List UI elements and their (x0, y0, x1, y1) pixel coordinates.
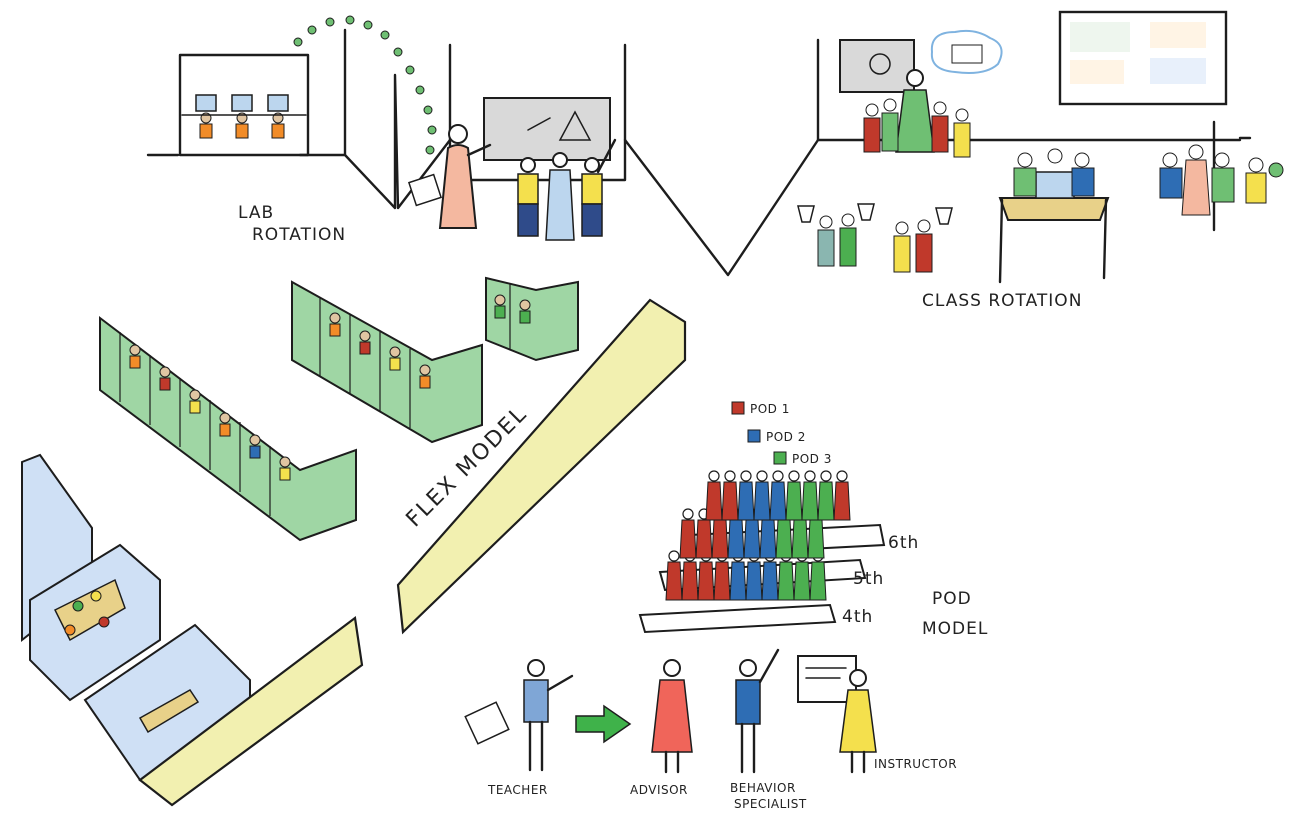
pod-student-head (820, 470, 832, 482)
pod-student-body (793, 561, 811, 601)
label-model: MODEL (922, 619, 988, 639)
label-class-rotation: CLASS ROTATION (922, 291, 1082, 311)
class-rotation-figures (863, 69, 971, 158)
pod-student-body (809, 561, 827, 601)
pod-student-body (775, 519, 793, 559)
pod-student-body (713, 561, 731, 601)
role-advisor (651, 659, 693, 774)
pod-student-body (729, 561, 747, 601)
top-wall-lines (146, 28, 1252, 277)
pod-student-body (801, 481, 819, 521)
pod-student-body (759, 519, 777, 559)
pod-1-swatch (731, 401, 745, 415)
arrow-icon (575, 704, 632, 744)
pod-student-body (777, 561, 795, 601)
pod-student-body (745, 561, 763, 601)
label-specialist: SPECIALIST (734, 797, 807, 811)
pod-student-head (788, 470, 800, 482)
flex-model-wall (396, 298, 687, 635)
label-pod: POD (932, 589, 972, 609)
label-teacher: TEACHER (487, 783, 548, 797)
lab-computers (181, 94, 307, 139)
pod-student-head (756, 470, 768, 482)
pod-student-body (743, 519, 761, 559)
pod-student-body (705, 481, 723, 521)
label-rotation: ROTATION (252, 225, 346, 245)
label-advisor: ADVISOR (630, 783, 688, 797)
flex-students (129, 294, 531, 481)
class-rotation-group-right (1159, 120, 1284, 232)
pod-student-body (697, 561, 715, 601)
pod-2-swatch (747, 429, 761, 443)
pod-student-head (668, 550, 680, 562)
role-behavior-specialist (735, 648, 780, 774)
label-lab: LAB (238, 203, 274, 223)
pod-student-body (695, 519, 713, 559)
pod-student-body (727, 519, 745, 559)
pod-student-body (769, 481, 787, 521)
pod-student-body (737, 481, 755, 521)
pod-student-body (753, 481, 771, 521)
class-rotation-table (998, 148, 1110, 284)
pod-student-head (804, 470, 816, 482)
label-grade-6: 6th (888, 533, 919, 553)
pod-student-body (791, 519, 809, 559)
pod-2-label: POD 2 (766, 430, 806, 444)
pod-student-body (679, 519, 697, 559)
class-rotation-trophy-kids (797, 203, 953, 273)
role-instructor (797, 655, 877, 774)
pod-legend: POD 1 POD 2 POD 3 (731, 401, 832, 466)
pod-student-body (833, 481, 851, 521)
lab-rotation-room (178, 53, 310, 157)
pod-student-body (817, 481, 835, 521)
class-rotation-board (839, 10, 1228, 106)
label-behavior: BEHAVIOR (730, 781, 796, 795)
pod-1-label: POD 1 (750, 402, 790, 416)
role-teacher (464, 659, 574, 772)
lab-teacher-figure (407, 124, 492, 229)
lab-students (517, 138, 617, 241)
pod-student-body (665, 561, 683, 601)
pod-student-head (772, 470, 784, 482)
pod-student-body (761, 561, 779, 601)
pod-student-body (711, 519, 729, 559)
pod-student-body (785, 481, 803, 521)
label-grade-4: 4th (842, 607, 873, 627)
rotation-arc-dots (293, 15, 437, 155)
label-instructor: INSTRUCTOR (874, 757, 957, 771)
pod-3-label: POD 3 (792, 452, 832, 466)
pod-3-swatch (773, 451, 787, 465)
flex-model-cubicles (99, 276, 579, 542)
pod-student-body (681, 561, 699, 601)
left-rooms (21, 453, 364, 807)
pod-student-body (807, 519, 825, 559)
pod-student-head (708, 470, 720, 482)
pod-student-head (682, 508, 694, 520)
lab-whiteboard (483, 97, 611, 161)
pod-students (665, 470, 851, 601)
pod-student-head (740, 470, 752, 482)
pod-student-head (836, 470, 848, 482)
pod-student-body (721, 481, 739, 521)
label-grade-5: 5th (853, 569, 884, 589)
pod-student-head (724, 470, 736, 482)
